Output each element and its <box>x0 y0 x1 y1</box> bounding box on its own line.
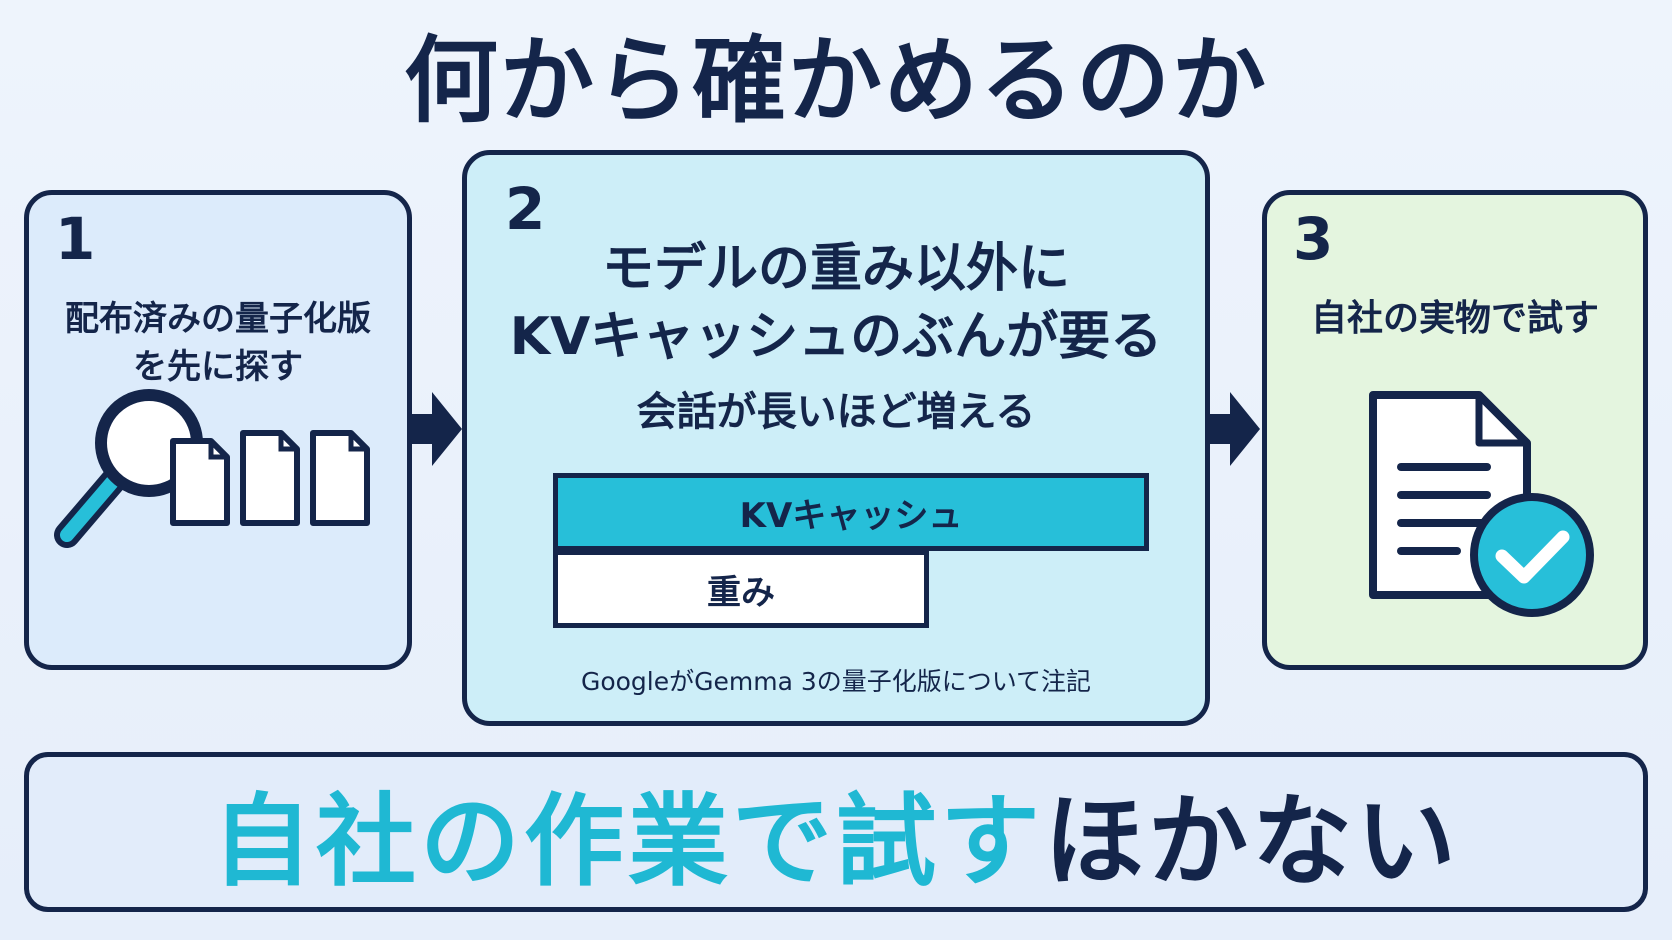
weights-bar: 重み <box>553 550 929 628</box>
step-1-text-line2: を先に探す <box>133 347 303 387</box>
document-icon <box>170 438 230 526</box>
step-2-subheading: 会話が長いほど増える <box>636 389 1036 435</box>
step-2-heading-line1: モデルの重み以外に <box>601 239 1070 299</box>
step-2-heading-line2: KVキャッシュのぶんが要る <box>509 307 1163 367</box>
conclusion-rest: ほかない <box>1044 782 1460 900</box>
kv-cache-bar: KVキャッシュ <box>553 473 1149 551</box>
conclusion-banner: 自社の作業で試すほかない <box>24 752 1648 912</box>
search-documents-illustration <box>54 389 370 548</box>
step-2-number: 2 <box>505 175 546 243</box>
step-3-text-line1: 自社の実物で試す <box>1310 298 1599 339</box>
step-3-number: 3 <box>1293 205 1334 273</box>
kv-cache-bar-label: KVキャッシュ <box>739 495 963 536</box>
check-circle-icon <box>1470 493 1594 617</box>
conclusion-highlight: 自社の作業で試す <box>212 782 1044 900</box>
step-1-panel: 1 配布済みの量子化版 を先に探す <box>24 190 412 670</box>
arrow-right-icon <box>408 392 462 466</box>
step-2-panel: 2 モデルの重み以外に KVキャッシュのぶんが要る 会話が長いほど増える KVキ… <box>462 150 1210 726</box>
page-title: 何から確かめるのか <box>403 27 1268 136</box>
step-2-note: GoogleがGemma 3の量子化版について注記 <box>580 667 1092 696</box>
step-3-text: 自社の実物で試す <box>1267 295 1643 343</box>
step-3-panel: 3 自社の実物で試す <box>1262 190 1648 670</box>
weights-bar-label: 重み <box>707 572 775 613</box>
verified-document-illustration <box>1369 391 1594 617</box>
step-2-heading: モデルの重み以外に KVキャッシュのぶんが要る <box>467 235 1205 371</box>
step-1-number: 1 <box>55 205 96 273</box>
document-icon <box>310 430 370 526</box>
step-1-text: 配布済みの量子化版 を先に探す <box>29 295 407 391</box>
step-1-text-line1: 配布済みの量子化版 <box>65 299 371 339</box>
arrow-right-icon <box>1206 392 1260 466</box>
document-icon <box>240 430 300 526</box>
